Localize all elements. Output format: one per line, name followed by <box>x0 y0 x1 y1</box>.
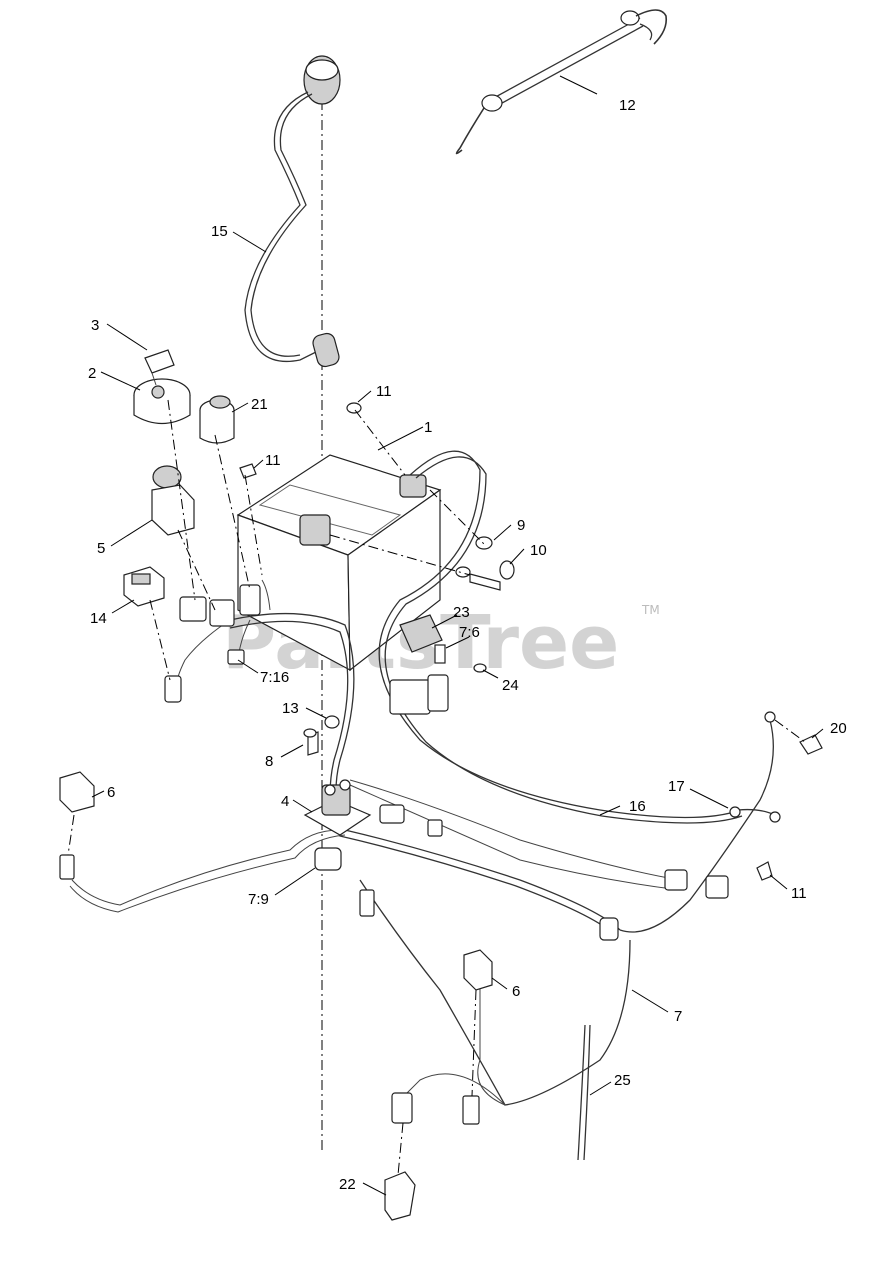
part-1-battery <box>236 454 442 672</box>
callout-7-16: 7:16 <box>260 669 289 686</box>
part-2-ignition-switch <box>133 378 191 425</box>
callout-labels: 1 2 3 4 5 6 6 7 7:6 7:9 7:16 8 9 10 11 1… <box>88 97 847 1193</box>
part-6-brake-switch <box>462 949 493 1125</box>
callout-16: 16 <box>629 798 646 815</box>
callout-25: 25 <box>614 1072 631 1089</box>
callout-13: 13 <box>282 700 299 717</box>
part-5-pto-switch <box>151 465 195 536</box>
callout-7-9: 7:9 <box>248 891 269 908</box>
callout-24: 24 <box>502 677 519 694</box>
callout-5: 5 <box>97 540 105 557</box>
harness-connectors-lower <box>359 804 729 941</box>
part-7-9-fuse-holder <box>314 847 342 871</box>
callout-11-top: 11 <box>376 383 392 400</box>
callout-9: 9 <box>517 517 525 534</box>
callout-22: 22 <box>339 1176 356 1193</box>
callout-10: 10 <box>530 542 547 559</box>
callout-12: 12 <box>619 97 636 114</box>
callout-8: 8 <box>265 753 273 770</box>
callout-23: 23 <box>453 604 470 621</box>
part-4-solenoid <box>303 779 372 836</box>
leader-lines <box>91 75 824 1196</box>
callout-17: 17 <box>668 778 685 795</box>
part-23-relay <box>389 614 449 715</box>
part-14-hour-meter <box>123 566 165 607</box>
part-21-switch <box>199 395 235 444</box>
part-12-strap <box>455 9 668 155</box>
hardware <box>239 402 823 881</box>
part-22-connector <box>384 1092 416 1221</box>
callout-11-left: 11 <box>265 452 281 469</box>
callout-6-seat: 6 <box>107 784 115 801</box>
callout-21: 21 <box>251 396 268 413</box>
part-15-cable <box>244 55 341 368</box>
callout-7-6: 7:6 <box>459 624 480 641</box>
watermark-tm: TM <box>641 603 660 617</box>
callout-2: 2 <box>88 365 96 382</box>
callout-15: 15 <box>211 223 228 240</box>
assembly-lines <box>67 399 806 1176</box>
part-6-seat-switch <box>59 771 95 880</box>
callout-20: 20 <box>830 720 847 737</box>
callout-1: 1 <box>424 419 432 436</box>
part-17-ground-cable <box>619 711 781 933</box>
callout-6-brake: 6 <box>512 983 520 1000</box>
callout-14: 14 <box>90 610 107 627</box>
callout-4: 4 <box>281 793 289 810</box>
part-3-key <box>144 349 175 386</box>
harness-connectors-upper <box>164 584 261 703</box>
callout-11-right: 11 <box>791 885 807 902</box>
callout-7: 7 <box>674 1008 682 1025</box>
part-25-cable-tie <box>577 1024 591 1161</box>
callout-3: 3 <box>91 317 99 334</box>
